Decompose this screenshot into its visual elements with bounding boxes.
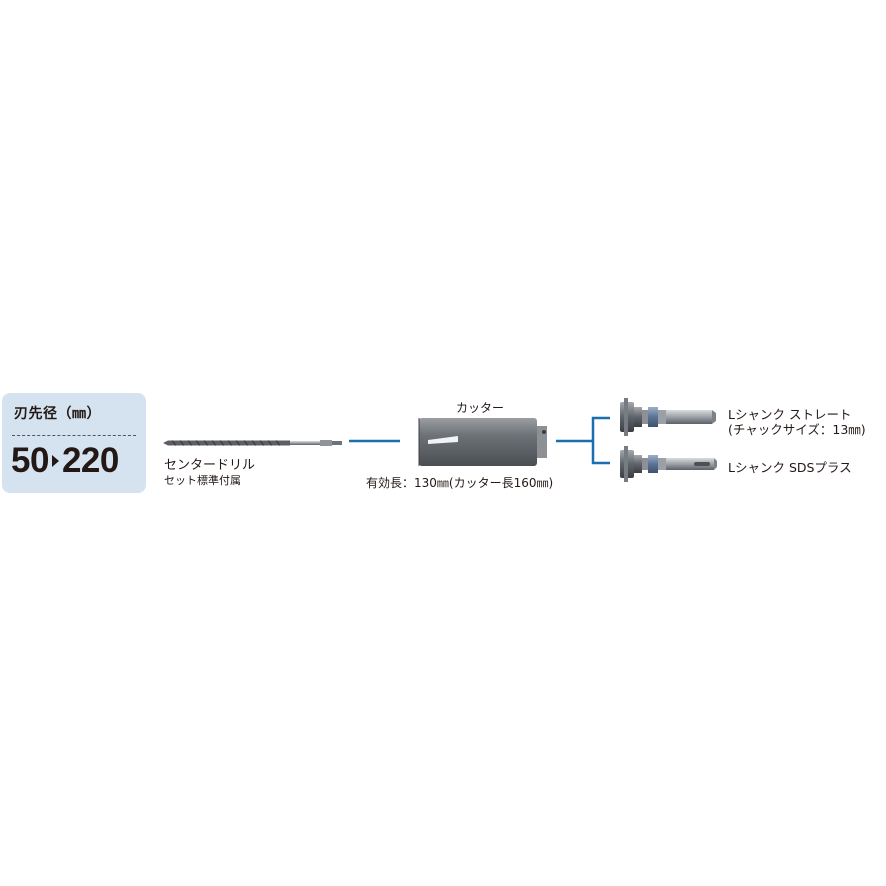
cutter-length-note: 有効長：130㎜(カッター長160㎜) [366,476,554,490]
cutter-label: カッター [456,401,505,415]
straight-shank-icon [620,398,716,436]
blade-diameter-box: 刃先径（㎜） 50 220 [2,393,146,493]
arrow-right-icon [51,455,59,467]
sds-shank-icon [620,446,717,482]
sds-shank-label: Lシャンク SDSプラス [728,460,852,475]
straight-shank-label: Lシャンク ストレート [728,407,852,422]
straight-shank-chuck-size: (チャックサイズ：13㎜) [728,422,866,437]
center-drill-label: センタードリル [164,458,256,473]
connector-lines [349,416,610,465]
blade-diameter-label: 刃先径（㎜） [14,406,101,422]
center-drill-icon [163,440,342,446]
diameter-range: 50 220 [11,441,119,481]
cutter-icon [418,418,547,466]
dashed-divider [12,435,136,436]
diameter-min: 50 [11,441,49,480]
center-drill-note: セット標準付属 [164,474,241,487]
diameter-max: 220 [61,441,119,480]
